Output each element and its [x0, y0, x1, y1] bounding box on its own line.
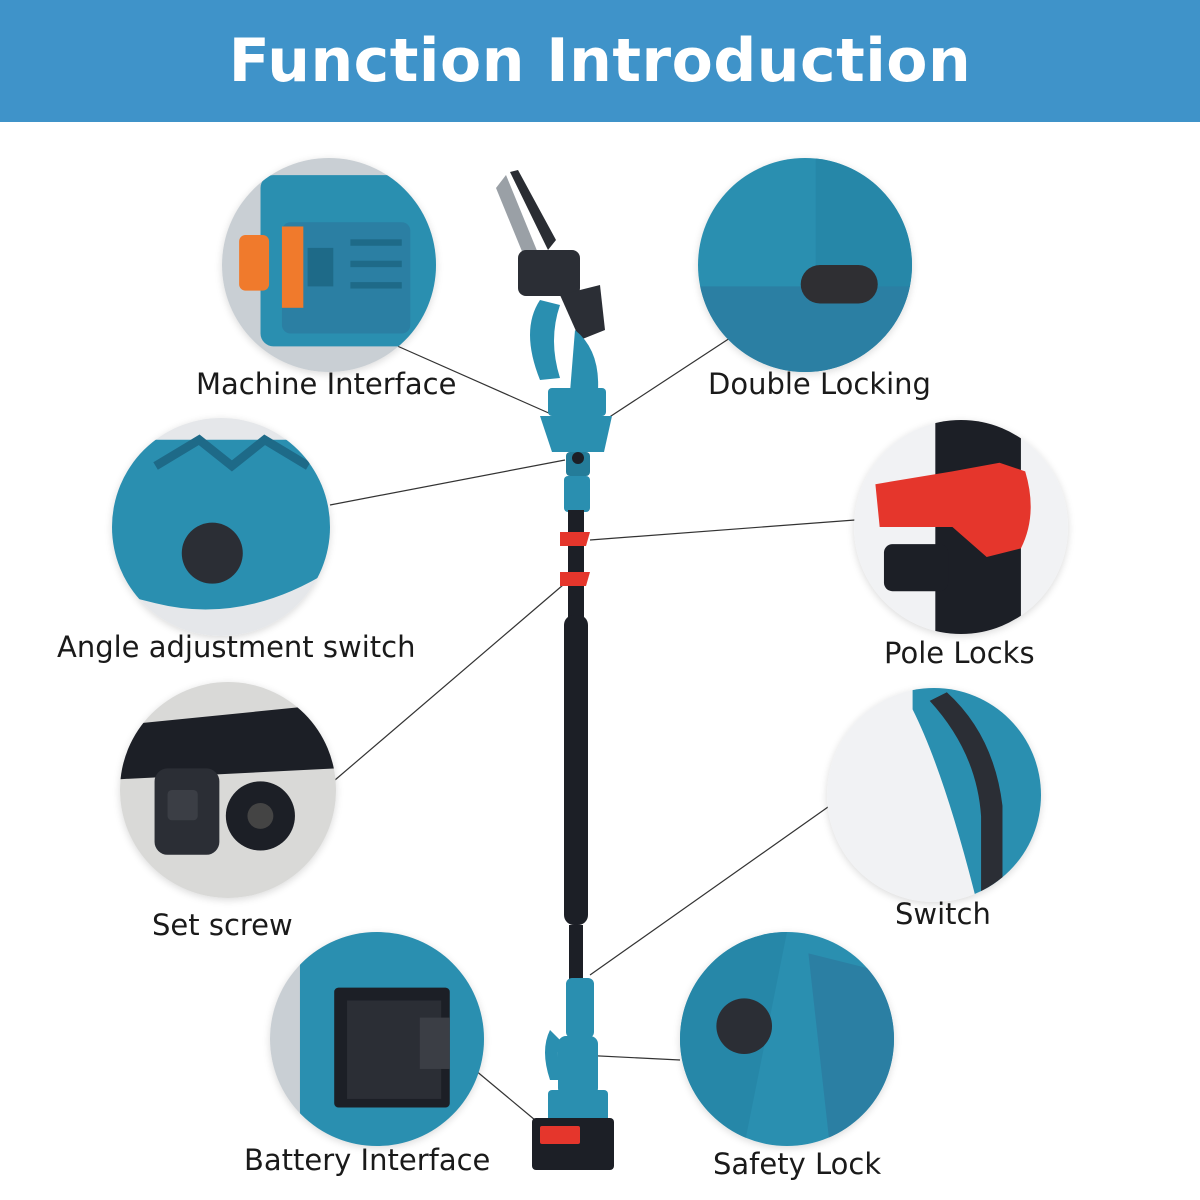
machine-interface-photo — [222, 158, 436, 372]
leader-machine-interface — [394, 344, 561, 419]
foam-grip — [564, 615, 588, 925]
set-screw-photo — [120, 682, 336, 898]
set-screw-label: Set screw — [152, 908, 293, 942]
switch-label: Switch — [895, 897, 991, 931]
upper-pole — [568, 510, 584, 620]
pole-lock-2 — [560, 572, 590, 586]
leader-switch — [589, 794, 846, 976]
page-title: Function Introduction — [228, 26, 972, 96]
leader-double-locking — [607, 337, 731, 419]
angle-adjustment-label: Angle adjustment switch — [57, 630, 416, 664]
pole-locks-photo — [854, 420, 1068, 634]
switch-photo — [827, 688, 1041, 902]
machine-interface-label: Machine Interface — [196, 367, 457, 401]
chainsaw-head — [496, 170, 605, 392]
double-locking-label: Double Locking — [708, 367, 931, 401]
double-locking-photo — [698, 158, 912, 372]
angle-adjustment-photo — [112, 418, 330, 636]
leader-pole-locks — [589, 519, 856, 541]
leader-set-screw — [334, 584, 564, 781]
battery-interface-photo — [270, 932, 484, 1146]
pole-locks-label: Pole Locks — [884, 636, 1035, 670]
safety-lock-label: Safety Lock — [713, 1147, 882, 1181]
leader-angle-adjustment — [329, 459, 566, 506]
pole-lock-1 — [560, 532, 590, 546]
battery-interface-label: Battery Interface — [244, 1143, 491, 1177]
leader-battery-interface — [474, 1069, 536, 1121]
title-banner: Function Introduction — [0, 0, 1200, 122]
machine-interface-body — [548, 388, 606, 416]
safety-lock-photo — [680, 932, 894, 1146]
rear-handle — [566, 978, 594, 1038]
